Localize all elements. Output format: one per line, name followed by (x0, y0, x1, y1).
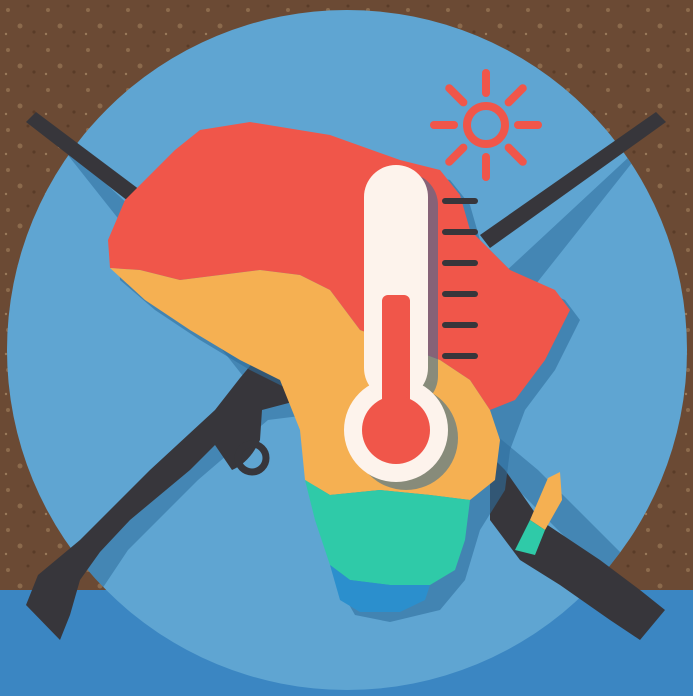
sun-ray (504, 143, 527, 166)
sun-ray (445, 143, 468, 166)
thermometer-tick (442, 198, 478, 204)
thermometer-tick (442, 260, 478, 266)
sun-icon (430, 69, 542, 181)
rifle-icon-left (26, 112, 320, 640)
sun-ray (445, 84, 468, 107)
thermometer-tick (442, 353, 478, 359)
thermometer-icon (344, 165, 478, 490)
thermometer-tick (442, 291, 478, 297)
africa-map-icon (108, 122, 580, 622)
rifle-icon-right (480, 112, 666, 640)
thermometer-tick (442, 322, 478, 328)
thermometer-tick (442, 229, 478, 235)
sun-ray (504, 84, 527, 107)
thermometer-ticks (442, 198, 478, 359)
thermometer-liquid (382, 295, 410, 405)
